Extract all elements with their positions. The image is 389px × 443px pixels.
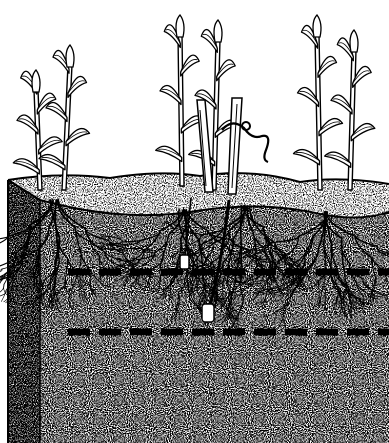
leaf: [39, 137, 63, 154]
leaf: [160, 86, 181, 105]
leaf-tip: [313, 15, 321, 37]
leaf-tip: [350, 30, 358, 52]
soil-block-side-face: [8, 180, 40, 443]
plants: [13, 15, 375, 190]
leaf: [319, 119, 343, 136]
leaf: [294, 150, 320, 165]
leaf: [351, 124, 375, 141]
corn-plant: [13, 70, 62, 190]
leaf-tip: [32, 70, 40, 92]
stalk: [212, 40, 220, 190]
leaf: [181, 55, 200, 76]
corn-plant: [325, 30, 375, 190]
corn-plant: [39, 45, 90, 190]
leaf: [39, 155, 65, 170]
leaf-tip: [66, 45, 74, 67]
stalk: [62, 65, 72, 190]
leaf: [325, 152, 351, 167]
leaf: [318, 56, 337, 77]
leaf: [46, 103, 67, 122]
stalk: [315, 35, 322, 190]
leaf-tip: [214, 20, 222, 42]
leaf: [156, 146, 182, 161]
leaf: [298, 88, 319, 107]
leaf: [331, 95, 352, 114]
leaf: [13, 159, 39, 174]
stalk: [348, 50, 356, 190]
corn-plant: [294, 15, 343, 190]
stalk: [178, 35, 184, 186]
leaf-tip: [176, 15, 184, 37]
